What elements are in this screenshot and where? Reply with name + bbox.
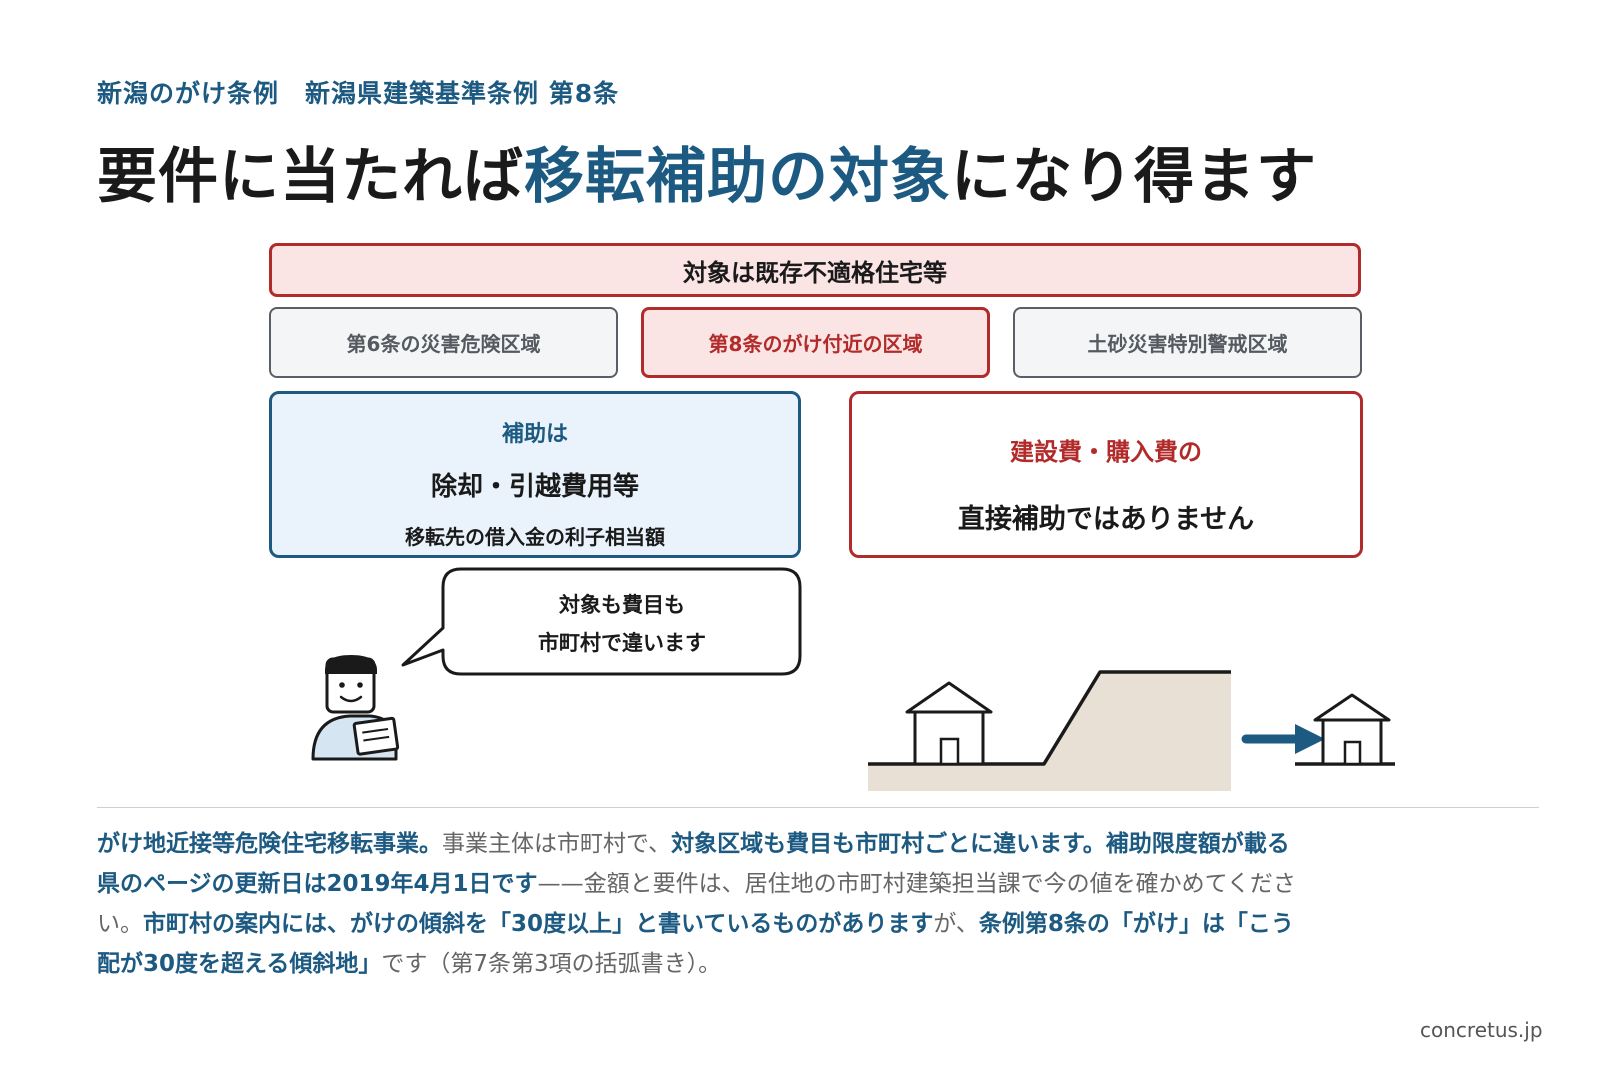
subsidy-box: 補助は 除却・引越費用等 移転先の借入金の利子相当額 <box>269 391 801 558</box>
zone-article8-cliff: 第8条のがけ付近の区域 <box>641 307 990 378</box>
zone-article6: 第6条の災害危険区域 <box>269 307 618 378</box>
speech-bubble-text: 対象も費目も 市町村で違います <box>446 586 798 662</box>
relocated-house-icon <box>1295 693 1395 766</box>
no-direct-title: 建設費・購入費の <box>1010 438 1202 466</box>
no-direct-main: 直接補助ではありません <box>957 504 1255 535</box>
subsidy-sub: 移転先の借入金の利子相当額 <box>405 525 665 549</box>
body-em-7: 条例第8条の「がけ」は「こう配が30度を超える傾斜地」 <box>97 911 1294 977</box>
zone-sediment-warning: 土砂災害特別警戒区域 <box>1013 307 1362 378</box>
house-icon <box>905 681 993 766</box>
speech-line-2: 市町村で違います <box>538 631 706 655</box>
body-text-6: が、 <box>933 911 979 937</box>
source-credit: concretus.jp <box>1420 1018 1543 1042</box>
speech-line-1: 対象も費目も <box>559 593 685 617</box>
body-em-5: 市町村の案内には、がけの傾斜を「30度以上」と書いているものがあります <box>143 911 934 937</box>
title-accent: 移転補助の対象 <box>524 142 951 212</box>
body-em-3: 対象区域も費目も市町村ごとに違います。補助限度額が載る県のページの更新日は201… <box>97 831 1290 897</box>
target-label-box: 対象は既存不適格住宅等 <box>269 243 1361 297</box>
body-text-4: ——金額と要件は、居住地の市町村建築担当課で今の値を確かめてください。 <box>97 871 1296 937</box>
subsidy-main: 除却・引越費用等 <box>430 472 639 502</box>
subsidy-title: 補助は <box>501 422 568 447</box>
title-part-1: 要件に当たれば <box>97 142 524 212</box>
person-reading-icon <box>311 655 400 761</box>
arrow-right-icon <box>1241 724 1325 754</box>
page-title: 要件に当たれば移転補助の対象になり得ます <box>97 128 1317 215</box>
body-paragraph: がけ地近接等危険住宅移転事業。事業主体は市町村で、対象区域も費目も市町村ごとに違… <box>97 824 1297 984</box>
body-em-1: がけ地近接等危険住宅移転事業。 <box>97 831 442 857</box>
title-part-2: になり得ます <box>951 142 1317 212</box>
speech-bubble <box>401 567 802 676</box>
body-text-8: です（第7条第3項の括弧書き）。 <box>381 951 722 977</box>
body-text-2: 事業主体は市町村で、 <box>442 831 672 857</box>
no-direct-subsidy-box: 建設費・購入費の 直接補助ではありません <box>849 391 1363 558</box>
page-kicker: 新潟のがけ条例 新潟県建築基準条例 第8条 <box>97 79 620 108</box>
section-divider <box>97 807 1539 808</box>
